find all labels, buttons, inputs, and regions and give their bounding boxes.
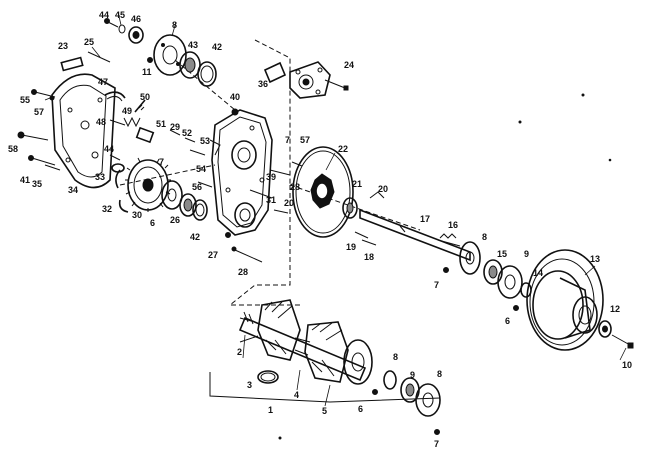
- callout-41: 41: [20, 175, 30, 185]
- callout-30: 30: [132, 210, 142, 220]
- callout-44: 44: [104, 144, 114, 154]
- callout-5: 5: [322, 406, 327, 416]
- callout-55: 55: [20, 95, 30, 105]
- callout-42: 42: [212, 42, 222, 52]
- callout-44: 44: [99, 10, 109, 20]
- track-drive-shaft: [209, 299, 441, 435]
- callout-7: 7: [159, 157, 164, 167]
- callout-4: 4: [294, 390, 299, 400]
- callout-25: 25: [84, 37, 94, 47]
- callout-9: 9: [524, 249, 529, 259]
- leader-lines: [44, 11, 627, 407]
- callout-28: 28: [290, 182, 300, 192]
- callout-13: 13: [590, 254, 600, 264]
- callout-2: 2: [237, 347, 242, 357]
- chaincase-cover: [17, 51, 116, 189]
- bearing-housing-top: [263, 61, 349, 99]
- callout-43: 43: [188, 40, 198, 50]
- callout-46: 46: [131, 14, 141, 24]
- callout-10: 10: [622, 360, 632, 370]
- callout-7: 7: [434, 280, 439, 290]
- callout-18: 18: [364, 252, 374, 262]
- callout-labels: 44 45 46 8 43 42 23 25 11 36 24 47 55 57…: [8, 10, 632, 449]
- callout-20: 20: [378, 184, 388, 194]
- callout-22: 22: [338, 144, 348, 154]
- callout-16: 16: [448, 220, 458, 230]
- callout-6: 6: [505, 316, 510, 326]
- callout-48: 48: [96, 117, 106, 127]
- tensioner-parts: [104, 91, 221, 156]
- callout-45: 45: [115, 10, 125, 20]
- driven-pulley: [526, 249, 634, 351]
- callout-14: 14: [533, 268, 543, 278]
- driven-sprocket-disc: [291, 146, 354, 238]
- callout-3: 3: [247, 380, 252, 390]
- callout-20: 20: [284, 198, 294, 208]
- callout-29: 29: [170, 122, 180, 132]
- chaincase-housing: [211, 108, 291, 263]
- callout-6: 6: [150, 218, 155, 228]
- callout-36: 36: [258, 79, 268, 89]
- callout-7: 7: [285, 135, 290, 145]
- callout-17: 17: [420, 214, 430, 224]
- callout-58: 58: [8, 144, 18, 154]
- callout-28: 28: [238, 267, 248, 277]
- callout-8: 8: [437, 369, 442, 379]
- callout-8: 8: [482, 232, 487, 242]
- callout-42: 42: [190, 232, 200, 242]
- callout-39: 39: [266, 172, 276, 182]
- callout-1: 1: [268, 405, 273, 415]
- callout-31: 31: [266, 195, 276, 205]
- callout-49: 49: [122, 106, 132, 116]
- bearing-stack-left: [161, 180, 289, 221]
- top-hardware-stack: [104, 18, 217, 87]
- callout-8: 8: [393, 352, 398, 362]
- callout-54: 54: [196, 164, 206, 174]
- callout-56: 56: [192, 182, 202, 192]
- callout-12: 12: [610, 304, 620, 314]
- callout-24: 24: [344, 60, 354, 70]
- callout-33: 33: [95, 172, 105, 182]
- callout-11: 11: [142, 67, 152, 77]
- stray-marks: [278, 93, 612, 440]
- assembly-guide-lines: [119, 39, 421, 306]
- jackshaft-assembly: [342, 191, 532, 311]
- callout-32: 32: [102, 204, 112, 214]
- callout-19: 19: [346, 242, 356, 252]
- drive-sprocket: [109, 154, 171, 213]
- callout-23: 23: [58, 41, 68, 51]
- callout-57: 57: [34, 107, 44, 117]
- callout-6: 6: [358, 404, 363, 414]
- callout-15: 15: [497, 249, 507, 259]
- callout-52: 52: [182, 128, 192, 138]
- callout-34: 34: [68, 185, 78, 195]
- callout-50: 50: [140, 92, 150, 102]
- callout-53: 53: [200, 136, 210, 146]
- callout-21: 21: [352, 179, 362, 189]
- callout-40: 40: [230, 92, 240, 102]
- callout-26: 26: [170, 215, 180, 225]
- callout-27: 27: [208, 250, 218, 260]
- callout-47: 47: [98, 77, 108, 87]
- callout-7: 7: [434, 439, 439, 449]
- callout-9: 9: [410, 370, 415, 380]
- callout-35: 35: [32, 179, 42, 189]
- callout-8: 8: [172, 20, 177, 30]
- callout-57: 57: [300, 135, 310, 145]
- callout-51: 51: [156, 119, 166, 129]
